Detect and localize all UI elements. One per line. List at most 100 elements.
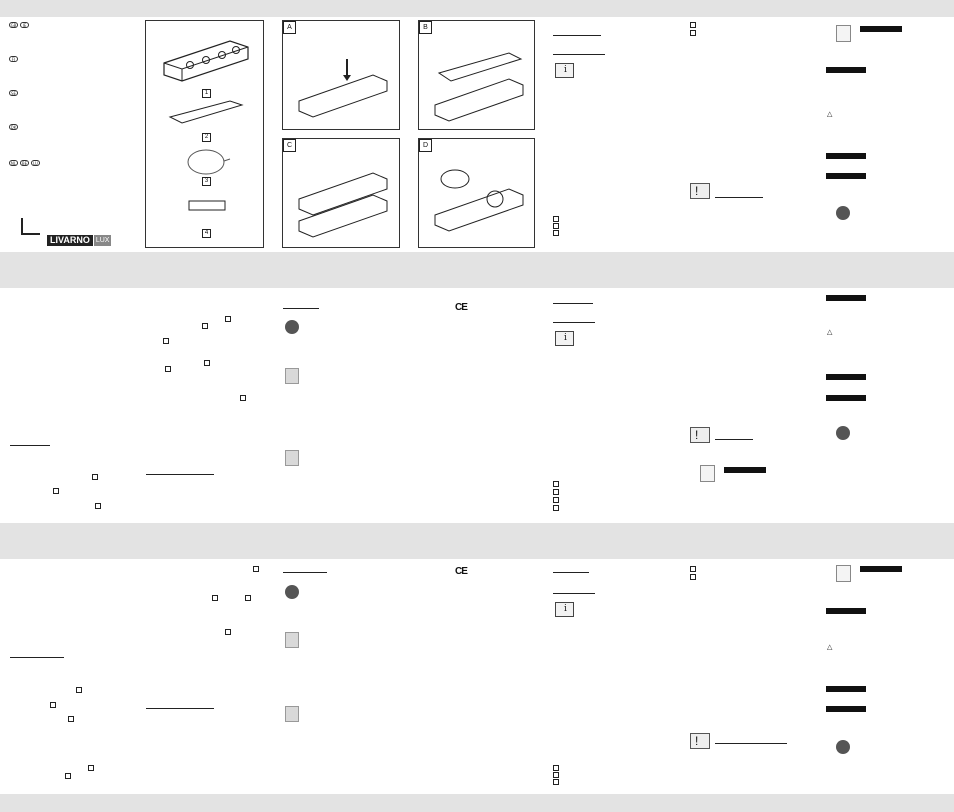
checkbox-square	[553, 481, 559, 487]
warning-label-bar	[860, 566, 902, 572]
warning-label-bar	[826, 295, 866, 301]
ce-mark: CE	[455, 566, 468, 577]
ce-mark: CE	[455, 302, 468, 313]
checkbox-square	[92, 474, 98, 480]
warning-glyph: !	[695, 428, 699, 442]
section-rule	[553, 572, 589, 573]
section-rule	[715, 197, 763, 198]
warning-label-bar	[860, 26, 902, 32]
step-figure-b: B	[418, 20, 535, 130]
info-manual-icon	[555, 331, 574, 346]
figure-label: A	[283, 21, 296, 34]
section-rule	[146, 474, 214, 475]
child-warning-icon	[836, 25, 851, 42]
checkbox-square	[553, 489, 559, 495]
recycling-icon	[285, 585, 299, 599]
checkbox-square	[68, 716, 74, 722]
figure-label: B	[419, 21, 432, 34]
checkbox-square	[88, 765, 94, 771]
disposal-bin-icon	[285, 368, 299, 384]
info-manual-icon	[555, 602, 574, 617]
section-rule	[553, 322, 595, 323]
section-rule	[10, 445, 50, 446]
checkbox-square	[553, 216, 559, 222]
warning-triangle-icon: !	[690, 183, 710, 199]
section-rule	[283, 572, 327, 573]
warning-label-bar	[826, 153, 866, 159]
language-flag: FI	[9, 56, 18, 62]
caution-triangle-icon: △	[827, 329, 833, 336]
step-b-illustration	[434, 52, 524, 122]
section-rule	[146, 708, 214, 709]
checkbox-square	[553, 497, 559, 503]
section-rule	[715, 743, 787, 744]
checkbox-square	[212, 595, 218, 601]
flag-row-5: NL BE LU	[9, 160, 40, 166]
checkbox-square	[553, 230, 559, 236]
checkbox-square	[225, 629, 231, 635]
checkbox-square	[553, 772, 559, 778]
language-flag: GB	[9, 22, 18, 28]
brand-logo: LIVARNO LUX	[47, 235, 112, 246]
section-rule	[283, 308, 319, 309]
checkbox-square	[240, 395, 246, 401]
flag-row-2: FI	[9, 56, 18, 62]
warning-triangle-icon: !	[690, 733, 710, 749]
warning-label-bar	[826, 608, 866, 614]
checkbox-square	[553, 765, 559, 771]
checkbox-square	[204, 360, 210, 366]
checkbox-square	[165, 366, 171, 372]
protective-gloves-icon	[836, 206, 850, 220]
diffuser-cover-illustration	[168, 100, 244, 124]
warning-glyph: !	[695, 184, 699, 198]
checkbox-square	[553, 779, 559, 785]
adhesive-pad-illustration	[187, 149, 231, 175]
figure-label: D	[419, 139, 432, 152]
checkbox-square	[53, 488, 59, 494]
step-c-illustration	[298, 172, 388, 238]
checkbox-square	[225, 316, 231, 322]
flag-row-3: SE	[9, 90, 18, 96]
caution-triangle-icon: △	[827, 644, 833, 651]
language-flag: LU	[31, 160, 40, 166]
checkbox-square	[50, 702, 56, 708]
parts-overview-panel: 1 2 3 4	[145, 20, 264, 248]
checkbox-square	[553, 505, 559, 511]
callout-number: 3	[202, 177, 211, 186]
light-bar-illustration	[163, 40, 249, 82]
step-figure-a: A	[282, 20, 400, 130]
checkbox-square	[163, 338, 169, 344]
figure-label: C	[283, 139, 296, 152]
section-rule	[553, 54, 605, 55]
callout-number: 4	[202, 229, 211, 238]
checkbox-square	[690, 22, 696, 28]
brand-logo-main: LIVARNO	[47, 235, 93, 246]
info-manual-icon	[555, 63, 574, 78]
checkbox-square	[95, 503, 101, 509]
disposal-bin-icon	[285, 632, 299, 648]
divider-band-2	[0, 523, 954, 559]
language-flag: BE	[20, 160, 29, 166]
checkbox-square	[690, 574, 696, 580]
checkbox-square	[65, 773, 71, 779]
language-flag: NL	[9, 160, 18, 166]
recycle-triangle-icon	[285, 450, 299, 466]
divider-band-1	[0, 252, 954, 288]
warning-label-bar	[826, 395, 866, 401]
recycling-icon	[285, 320, 299, 334]
section-rule	[553, 593, 595, 594]
warning-label-bar	[826, 706, 866, 712]
step-figure-c: C	[282, 138, 400, 248]
fold-mark-icon	[21, 218, 40, 235]
language-flag: IE	[20, 22, 29, 28]
caution-triangle-icon: △	[827, 111, 833, 118]
section-rule	[553, 35, 601, 36]
battery-strip-illustration	[188, 200, 226, 211]
top-band	[0, 0, 954, 17]
warning-label-bar	[826, 67, 866, 73]
step-d-illustration	[434, 169, 524, 232]
checkbox-square	[690, 30, 696, 36]
bottom-band	[0, 794, 954, 812]
checkbox-square	[690, 566, 696, 572]
step-figure-d: D	[418, 138, 535, 248]
